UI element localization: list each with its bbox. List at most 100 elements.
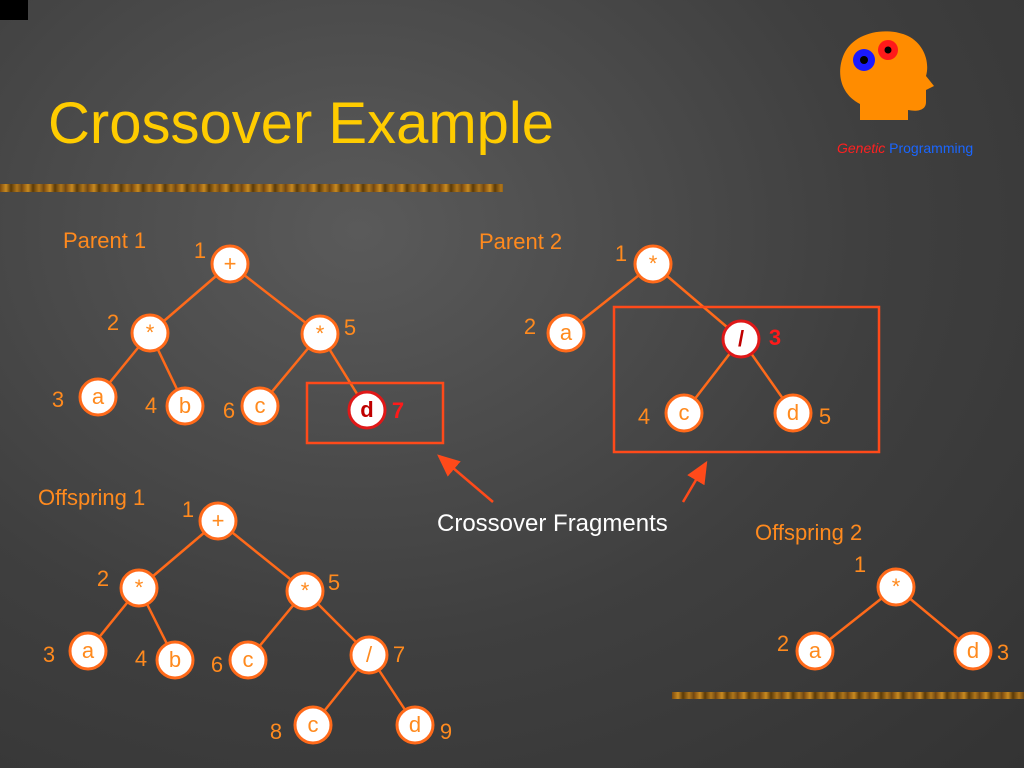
title-divider — [0, 184, 503, 192]
node-symbol: a — [809, 638, 822, 663]
node-symbol: d — [360, 397, 373, 422]
offspring-divider — [672, 692, 1024, 699]
tree-node: c4 — [638, 393, 704, 433]
node-symbol: a — [560, 320, 573, 345]
node-number: 7 — [393, 642, 405, 667]
node-number: 5 — [819, 404, 831, 429]
node-number: 3 — [43, 642, 55, 667]
node-symbol: / — [738, 326, 744, 351]
node-circle — [198, 501, 238, 541]
node-number: 4 — [638, 404, 650, 429]
node-number: 2 — [524, 314, 536, 339]
node-circle — [155, 640, 195, 680]
crossover-fragments-label: Crossover Fragments — [437, 510, 668, 537]
tree-node: b4 — [135, 640, 195, 680]
node-circle — [210, 244, 250, 284]
node-number: 2 — [777, 631, 789, 656]
node-number: 6 — [223, 398, 235, 423]
node-circle — [546, 313, 586, 353]
node-symbol: c — [308, 712, 319, 737]
logo-word-programming: Programming — [889, 140, 974, 156]
node-symbol: d — [409, 712, 421, 737]
node-circle — [285, 571, 325, 611]
tree-node: *1 — [615, 241, 673, 284]
node-number: 1 — [182, 497, 194, 522]
blue-gear-icon — [853, 49, 875, 71]
node-number: 1 — [854, 552, 866, 577]
node-circle — [300, 314, 340, 354]
node-circle — [228, 640, 268, 680]
node-symbol: * — [649, 251, 658, 276]
tree-node: *2 — [97, 566, 159, 608]
tree-node: a2 — [524, 313, 586, 353]
node-circle — [773, 393, 813, 433]
node-symbol: c — [243, 647, 254, 672]
genetic-programming-logo — [840, 31, 934, 120]
node-number: 6 — [211, 652, 223, 677]
node-number: 1 — [615, 241, 627, 266]
node-number: 9 — [440, 719, 452, 744]
tree-node: a2 — [777, 631, 835, 671]
tree-node: c6 — [223, 386, 280, 426]
tree-node: *5 — [300, 314, 356, 354]
node-circle — [664, 393, 704, 433]
node-number: 8 — [270, 719, 282, 744]
node-symbol: + — [212, 508, 225, 533]
node-circle — [68, 631, 108, 671]
tree-node: c6 — [211, 640, 268, 680]
node-symbol: * — [146, 320, 155, 345]
node-circle — [165, 386, 205, 426]
parent-1-crossover-box — [305, 381, 445, 445]
offspring-1-edges — [87, 520, 417, 726]
node-symbol: b — [169, 647, 181, 672]
parent-2-crossover-box — [612, 305, 881, 454]
node-symbol: * — [135, 575, 144, 600]
node-number: 7 — [392, 398, 404, 423]
tree-node: c8 — [270, 705, 333, 745]
tree-node: a3 — [52, 377, 118, 417]
offspring-1-label: Offspring 1 — [38, 485, 145, 510]
fragment-arrow-left — [437, 454, 494, 503]
node-symbol: c — [679, 400, 690, 425]
node-number: 3 — [997, 640, 1009, 665]
node-number: 5 — [344, 315, 356, 340]
node-symbol: c — [255, 393, 266, 418]
parent-1-label: Parent 1 — [63, 228, 146, 253]
node-number: 3 — [52, 387, 64, 412]
node-symbol: a — [92, 384, 105, 409]
node-symbol: * — [316, 321, 325, 346]
node-circle — [633, 244, 673, 284]
node-symbol: d — [787, 400, 799, 425]
tree-node: +1 — [182, 497, 238, 541]
tree-node: *2 — [107, 310, 170, 353]
fragment-arrow-right — [681, 460, 708, 503]
node-circle — [953, 631, 993, 671]
parent-2-label: Parent 2 — [479, 229, 562, 254]
tree-node: *5 — [285, 570, 340, 611]
node-circle — [795, 631, 835, 671]
tree-node: *1 — [854, 552, 916, 607]
node-circle — [293, 705, 333, 745]
node-number: 4 — [135, 646, 147, 671]
node-number: 4 — [145, 393, 157, 418]
offspring-2-label: Offspring 2 — [755, 520, 862, 545]
node-symbol: b — [179, 393, 191, 418]
node-circle — [349, 635, 389, 675]
logo-caption: Genetic Programming — [837, 140, 973, 156]
tree-node: b4 — [145, 386, 205, 426]
node-symbol: + — [224, 251, 237, 276]
tree-node: /7 — [349, 635, 405, 675]
node-number: 1 — [194, 238, 206, 263]
slide-title: Crossover Example — [48, 91, 555, 156]
node-circle — [876, 567, 916, 607]
node-symbol: * — [892, 574, 901, 599]
node-circle — [130, 313, 170, 353]
node-symbol: a — [82, 638, 95, 663]
